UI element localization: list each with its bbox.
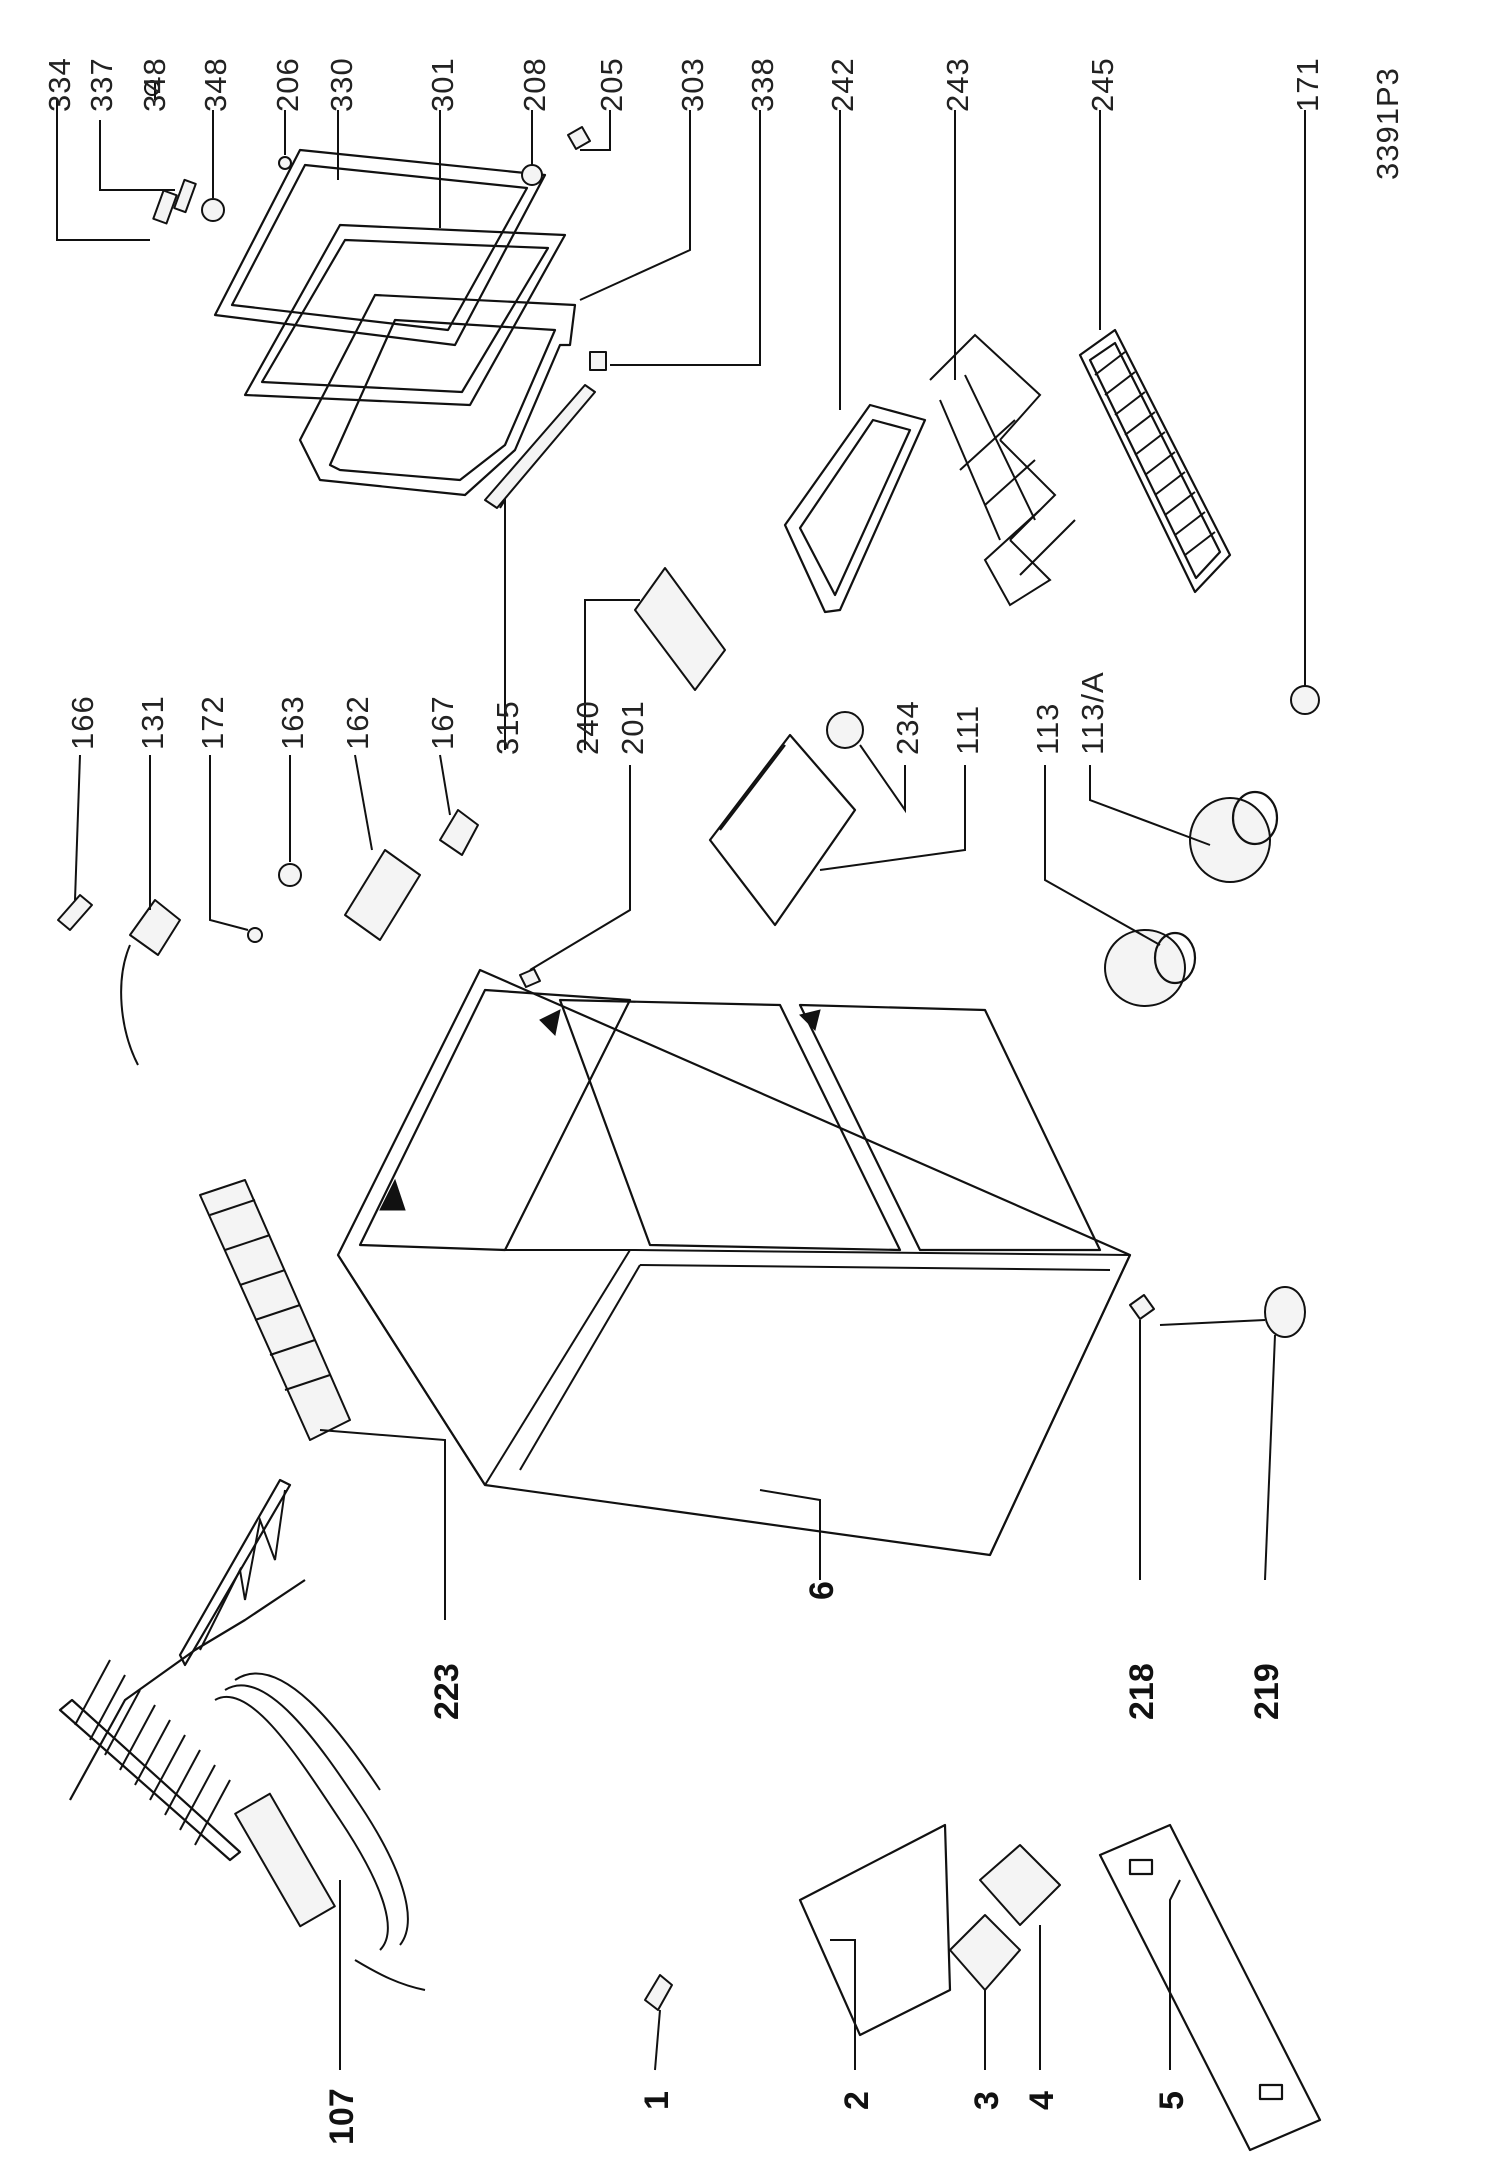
label-223: 223 [428, 1663, 466, 1720]
box-162 [344, 849, 421, 941]
drawing-code: 3391P3 [1370, 67, 1405, 180]
part-172 [247, 927, 263, 943]
castor-219 [1264, 1286, 1306, 1338]
door-bar-315 [484, 384, 596, 509]
label-4: 4 [1023, 2091, 1061, 2110]
label-245: 245 [1085, 57, 1120, 112]
part-4 [979, 1844, 1061, 1926]
knob-163 [278, 863, 302, 887]
cooling-unit-107 [58, 1478, 426, 1991]
label-303: 303 [675, 57, 710, 112]
label-348a: 348 [137, 57, 172, 112]
label-167: 167 [425, 695, 460, 750]
label-111: 111 [950, 705, 985, 755]
label-334: 334 [42, 57, 77, 112]
cylinder-113 [1104, 929, 1186, 1007]
cylinder-part-107 [234, 1792, 336, 1928]
knob-348 [201, 198, 225, 222]
label-337: 337 [84, 57, 119, 112]
label-107: 107 [323, 2088, 361, 2145]
label-171: 171 [1290, 57, 1325, 112]
label-330: 330 [324, 57, 359, 112]
shelves-group [634, 328, 1320, 715]
door-frame-330 [213, 148, 547, 347]
label-113a: 113/A [1075, 671, 1110, 755]
label-301: 301 [425, 57, 460, 112]
label-162: 162 [340, 695, 375, 750]
label-206: 206 [270, 57, 305, 112]
label-218: 218 [1123, 1663, 1161, 1720]
label-5: 5 [1153, 2091, 1191, 2110]
label-1: 1 [638, 2091, 676, 2110]
lid-234 [826, 711, 864, 749]
part-3 [949, 1914, 1021, 1991]
part-205 [567, 126, 591, 150]
grid-shelf-245 [1078, 328, 1232, 594]
label-166: 166 [65, 695, 100, 750]
label-219: 219 [1248, 1663, 1286, 1720]
ice-tray-240 [634, 567, 726, 691]
inner-door-303 [298, 293, 577, 497]
label-201: 201 [615, 700, 650, 755]
part-338 [589, 351, 607, 371]
label-243: 243 [940, 57, 975, 112]
base-parts-group [644, 1823, 1322, 2152]
label-240: 240 [570, 700, 605, 755]
wire-shelf-243 [929, 333, 1076, 607]
part-171 [1290, 685, 1320, 715]
label-6: 6 [803, 1581, 841, 1600]
label-205: 205 [594, 57, 629, 112]
part-166 [57, 894, 93, 931]
screw-206 [278, 156, 292, 170]
hinge-334 [152, 189, 178, 225]
label-242: 242 [825, 57, 860, 112]
thermostat-cable [120, 944, 139, 1066]
wires [354, 1959, 426, 1991]
label-338: 338 [745, 57, 780, 112]
label-163: 163 [275, 695, 310, 750]
leader-lines [56, 82, 1306, 2071]
door-gasket-301 [243, 223, 567, 407]
label-348b: 348 [198, 57, 233, 112]
cabinet-6 [199, 968, 1306, 1557]
clip-1 [644, 1974, 673, 2011]
part-208 [521, 164, 543, 186]
door-frame-group [144, 80, 607, 509]
label-315: 315 [490, 700, 525, 755]
foot-218 [1129, 1294, 1155, 1320]
label-172: 172 [195, 695, 230, 750]
label-113: 113 [1030, 703, 1065, 755]
part-labels: 334 337 348 348 206 330 301 208 205 303 … [42, 57, 1405, 2145]
bracket-337 [173, 178, 197, 214]
grille-223 [199, 1179, 351, 1441]
label-2: 2 [838, 2091, 876, 2110]
label-3: 3 [968, 2091, 1006, 2110]
container-111 [708, 733, 857, 927]
label-131: 131 [135, 695, 170, 750]
part-201 [519, 968, 541, 988]
label-208: 208 [517, 57, 552, 112]
base-plate-5 [1098, 1823, 1322, 2152]
plate-2 [798, 1823, 952, 2037]
plate-167 [439, 809, 479, 856]
control-parts-group [57, 711, 1279, 1066]
tray-242 [783, 403, 927, 614]
cylinder-113a [1189, 797, 1271, 883]
label-234: 234 [890, 700, 925, 755]
thermostat-131 [129, 899, 181, 956]
